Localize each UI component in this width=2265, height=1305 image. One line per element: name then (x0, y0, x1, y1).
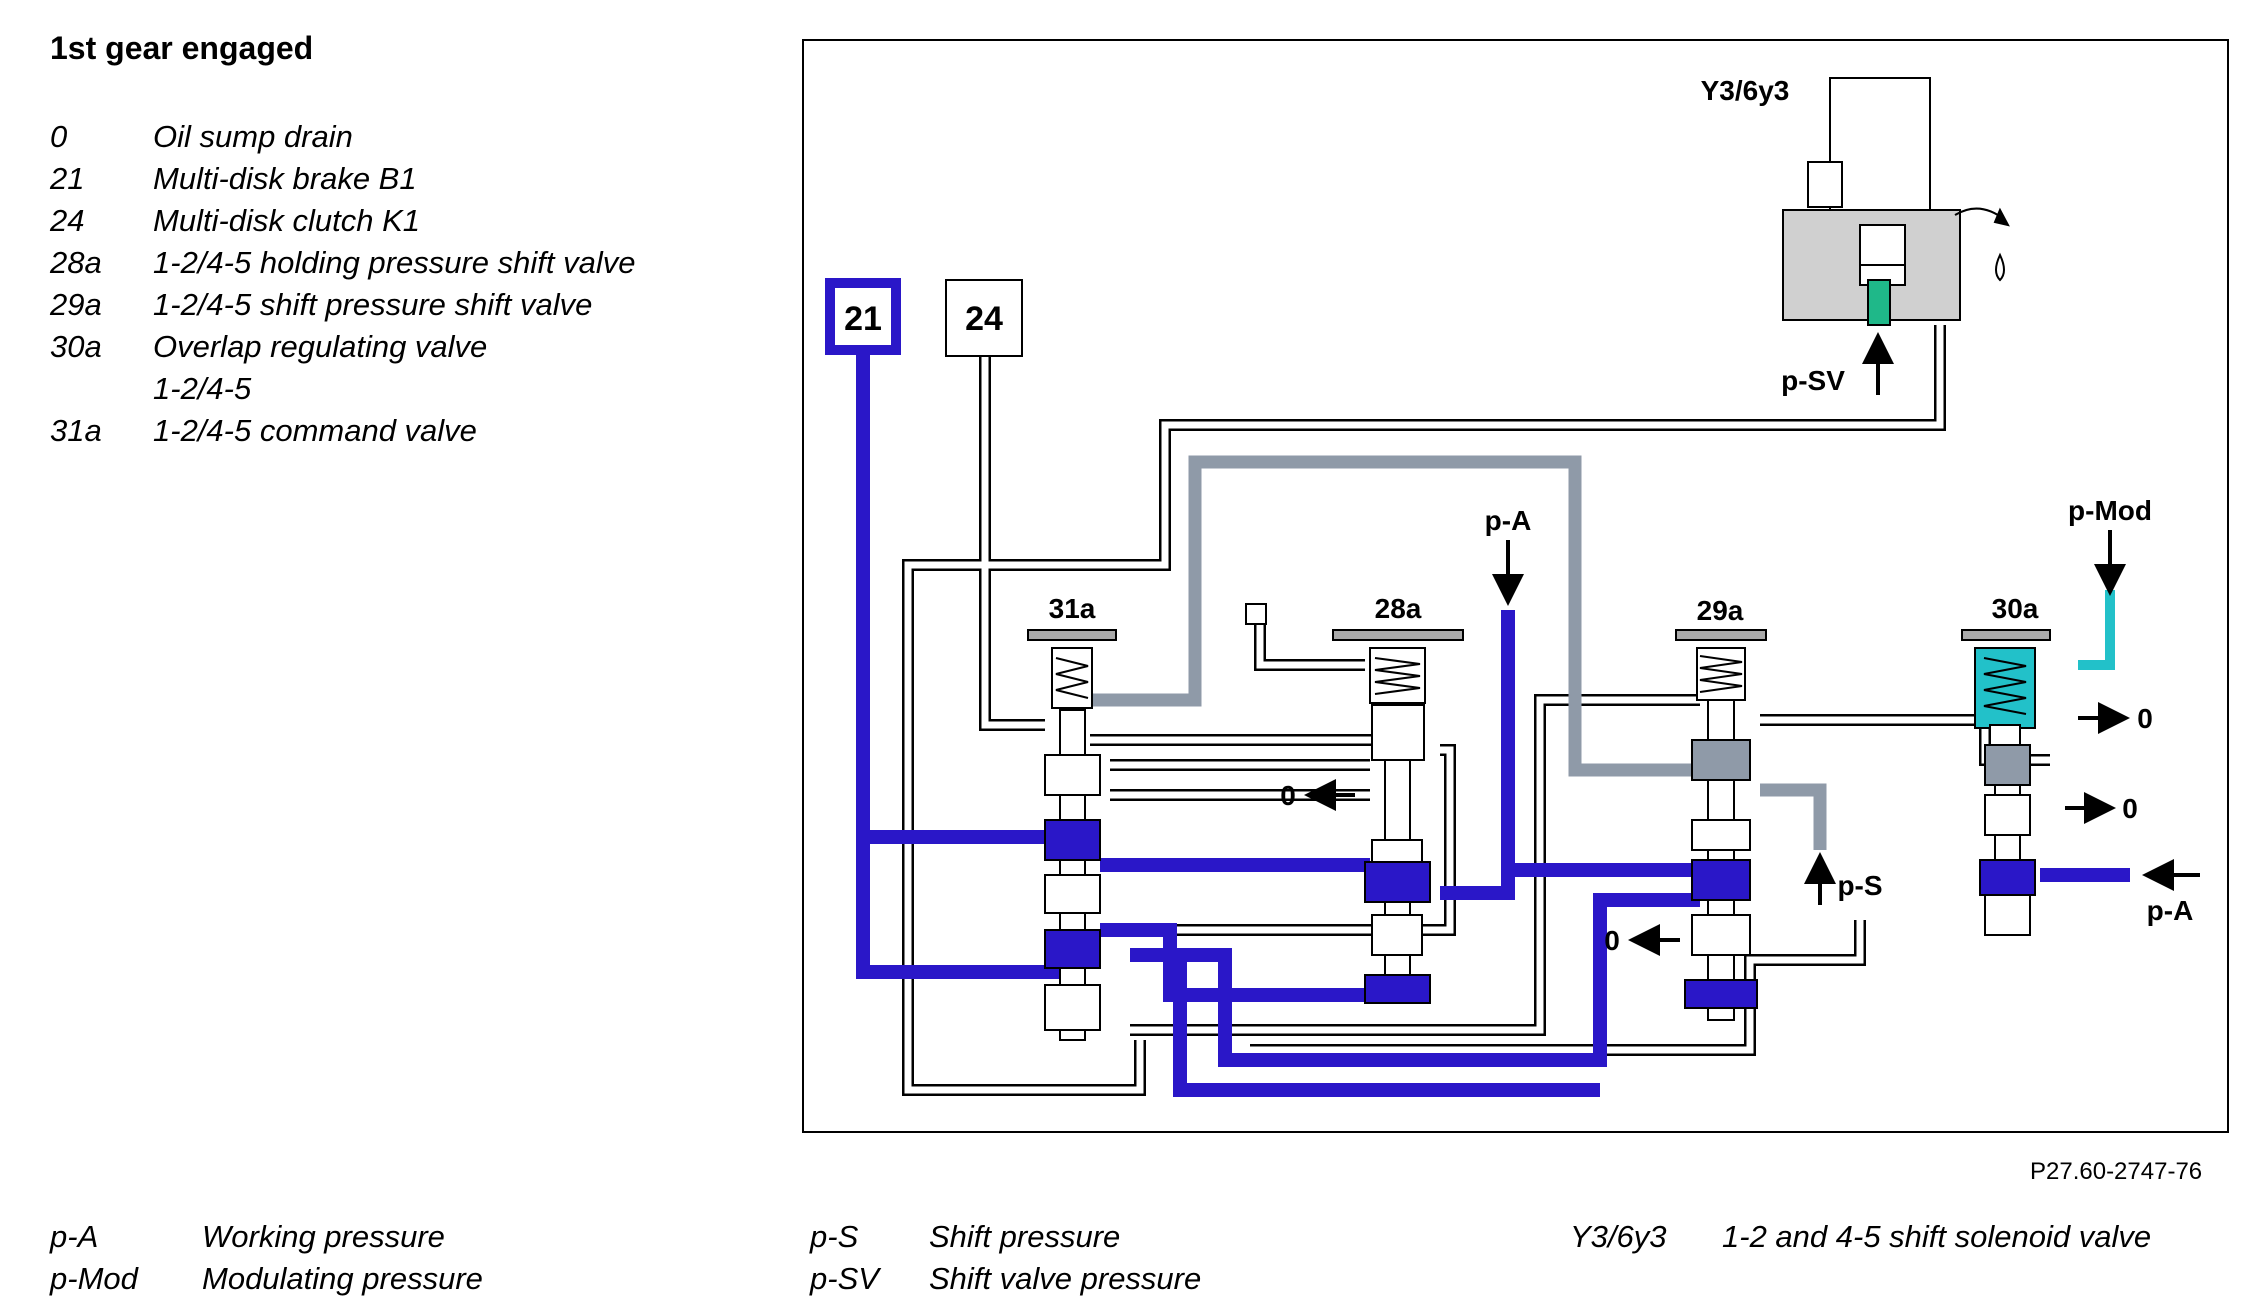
valve-30a-label: 30a (1992, 593, 2039, 624)
legend-item: 24 Multi-disk clutch K1 (50, 200, 635, 242)
small-port-square (1245, 603, 1267, 625)
valve-29a (1675, 629, 1767, 1021)
footer-code: p-S (810, 1219, 859, 1254)
psv-label: p-SV (1781, 365, 1845, 396)
drain-label-28a: 0 (1280, 780, 1296, 811)
working-pressure-lines (856, 355, 2130, 1097)
drain-label-29a: 0 (1604, 925, 1620, 956)
footer-legend-col2: p-S Shift pressure p-SV Shift valve pressu… (810, 1216, 1201, 1300)
legend-text: 1-2/4-5 shift pressure shift valve (153, 287, 593, 322)
footer-item: p-Mod Modulating pressure (50, 1258, 483, 1300)
legend-text: Overlap regulating valve (153, 329, 488, 364)
solenoid-label: Y3/6y3 (1701, 75, 1790, 106)
pa-top-label: p-A (1485, 505, 1532, 536)
pmod-label: p-Mod (2068, 495, 2152, 526)
footer-item: p-SV Shift valve pressure (810, 1258, 1201, 1300)
legend-item: 21 Multi-disk brake B1 (50, 158, 635, 200)
ps-label: p-S (1837, 870, 1882, 901)
valve-30a (1961, 629, 2051, 936)
footer-text: 1-2 and 4-5 shift solenoid valve (1722, 1219, 2152, 1254)
footer-text: Working pressure (202, 1219, 445, 1254)
legend-code: 24 (50, 203, 85, 238)
legend-code: 29a (50, 287, 102, 322)
legend-code: 28a (50, 245, 102, 280)
legend-code: 31a (50, 413, 102, 448)
legend-item: 28a 1-2/4-5 holding pressure shift valve (50, 242, 635, 284)
box-21-label: 21 (844, 300, 882, 338)
legend-item: 29a 1-2/4-5 shift pressure shift valve (50, 284, 635, 326)
modulating-pressure-line (2078, 590, 2115, 670)
legend-text: Oil sump drain (153, 119, 353, 154)
footer-legend-col3: Y3/6y3 1-2 and 4-5 shift solenoid valve (1570, 1216, 2151, 1258)
footer-code: p-Mod (50, 1261, 138, 1296)
shift-pressure-lines (1070, 455, 1827, 850)
legend: 0 Oil sump drain 21 Multi-disk brake B1 24… (50, 116, 635, 452)
footer-text: Shift valve pressure (929, 1261, 1202, 1296)
valve-29a-label: 29a (1697, 595, 1744, 626)
legend-text: 1-2/4-5 holding pressure shift valve (153, 245, 636, 280)
valve-28a-label: 28a (1375, 593, 1422, 624)
box-24-label: 24 (965, 300, 1003, 338)
diagram-frame (802, 39, 2229, 1133)
legend-code: 21 (50, 161, 85, 196)
footer-item: Y3/6y3 1-2 and 4-5 shift solenoid valve (1570, 1216, 2151, 1258)
footer-item: p-A Working pressure (50, 1216, 483, 1258)
footer-item: p-S Shift pressure (810, 1216, 1201, 1258)
figure-reference: P27.60-2747-76 (2030, 1158, 2203, 1185)
valve-31a (1027, 629, 1117, 1041)
drain-label-30a-top: 0 (2137, 703, 2153, 734)
legend-text: Multi-disk brake B1 (153, 161, 417, 196)
footer-code: p-SV (810, 1261, 879, 1296)
legend-code: 30a (50, 329, 102, 364)
box-24 (945, 279, 1023, 357)
legend-item: 1-2/4-5 (50, 368, 635, 410)
legend-code: 0 (50, 119, 68, 154)
footer-text: Modulating pressure (202, 1261, 483, 1296)
valve-28a (1332, 629, 1464, 1004)
legend-text: Multi-disk clutch K1 (153, 203, 421, 238)
legend-text: 1-2/4-5 command valve (153, 413, 477, 448)
footer-code: Y3/6y3 (1570, 1219, 1667, 1254)
legend-item: 30a Overlap regulating valve (50, 326, 635, 368)
legend-item: 31a 1-2/4-5 command valve (50, 410, 635, 452)
solenoid-valve-y3-6y3 (1782, 77, 2010, 326)
footer-legend-col1: p-A Working pressure p-Mod Modulating pres… (50, 1216, 483, 1300)
footer-text: Shift pressure (929, 1219, 1121, 1254)
legend-item: 0 Oil sump drain (50, 116, 635, 158)
legend-text: 1-2/4-5 (153, 371, 252, 406)
pa-right-label: p-A (2147, 895, 2194, 926)
valve-31a-label: 31a (1049, 593, 1096, 624)
drain-label-30a-mid: 0 (2122, 793, 2138, 824)
page-title: 1st gear engaged (50, 30, 314, 66)
footer-code: p-A (50, 1219, 99, 1254)
